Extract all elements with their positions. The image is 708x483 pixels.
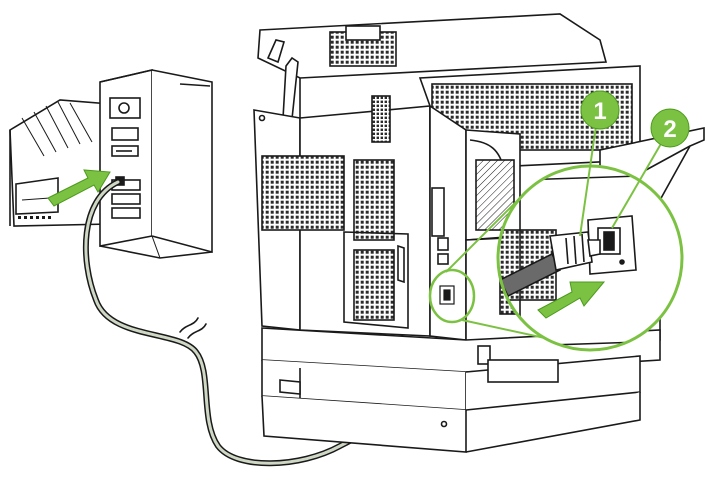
callout-1: 1 [579, 90, 620, 237]
arrow-icon [47, 169, 111, 207]
zoom-circle-icon [496, 164, 684, 352]
port-highlight-circle [428, 268, 476, 324]
computer-group [9, 68, 213, 259]
power-port-small [439, 285, 455, 305]
callout-2-number: 2 [663, 116, 676, 143]
callout-2: 2 [611, 108, 690, 229]
callout-1-number: 1 [593, 98, 606, 125]
computer-tower-icon [99, 68, 213, 259]
zoom-arrow-icon [537, 281, 606, 319]
monitor-icon [9, 99, 111, 227]
